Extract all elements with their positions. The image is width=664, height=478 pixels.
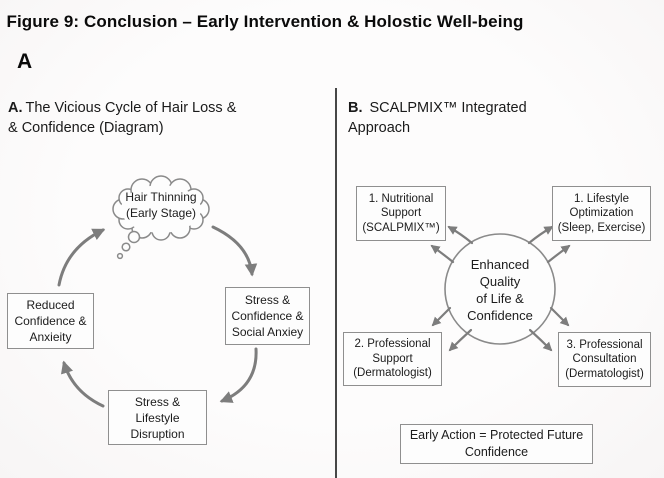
box-line: 2. Professional <box>354 338 431 351</box>
box-line: 1. Lifestyle <box>574 192 629 205</box>
banner-line: Early Action = Protected Future <box>409 428 584 442</box>
box-line: Confidence & <box>14 314 87 328</box>
thought-bubble-trail <box>116 230 141 260</box>
cycle-arrow-cloud-to-right <box>211 225 258 277</box>
panel-divider <box>335 88 337 478</box>
cycle-arrow-left-to-cloud <box>57 228 106 287</box>
panel-letter-a: A <box>17 50 33 73</box>
banner-line: Confidence <box>464 445 529 459</box>
panel-a-heading-line2: & Confidence (Diagram) <box>8 120 164 136</box>
box-line: (Dermatologist) <box>565 367 644 380</box>
box-line: Optimization <box>569 207 634 220</box>
banner-early-action: Early Action = Protected Future Confiden… <box>400 424 593 464</box>
cycle-box-stress-lifestyle-disruption: Stress & Lifestyle Disruption <box>108 390 207 445</box>
box-line: Social Anxiey <box>231 325 304 339</box>
panel-b-heading-line1: SCALPMIX™ Integrated <box>369 100 527 116</box>
cloud-line: Hair Thinning <box>125 190 197 204</box>
box-line: (Sleep, Exercise) <box>557 221 646 234</box>
cycle-arrow-right-to-bottom <box>219 347 258 403</box>
cloud-label-hair-thinning: Hair Thinning (Early Stage) <box>111 189 211 221</box>
box-line: Stress & <box>244 293 291 307</box>
box-line: Consultation <box>572 353 637 366</box>
cycle-box-reduced-confidence-anxiety: Reduced Confidence & Anxieity <box>7 293 94 349</box>
box-line: 1. Nutritional <box>368 192 434 205</box>
circle-line: Confidence <box>467 308 533 323</box>
panel-a-heading-line1: The Vicious Cycle of Hair Loss & <box>25 100 237 116</box>
panel-b-heading-line2: Approach <box>348 120 411 136</box>
approach-box-lifestyle-optimization: 1. Lifestyle Optimization (Sleep, Exerci… <box>552 186 651 241</box>
box-line: Lifestyle <box>135 410 180 425</box>
box-line: 3. Professional <box>566 338 643 351</box>
panel-a-heading-prefix: A. <box>8 100 23 116</box>
circle-line: Quality <box>479 274 521 289</box>
box-line: Disruption <box>130 426 185 441</box>
approach-box-professional-support: 2. Professional Support (Dermatologist) <box>343 332 442 386</box>
radial-arrow-bottom-left-2 <box>448 328 473 352</box>
center-circle-label: Enhanced Quality of Life & Confidence <box>444 256 556 324</box>
approach-box-nutritional-support: 1. Nutritional Support (SCALPMIX™) <box>356 186 446 241</box>
box-line: Support <box>380 207 422 220</box>
box-line: (SCALPMIX™) <box>362 221 440 234</box>
cycle-box-stress-confidence-social-anxiety: Stress & Confidence & Social Anxiey <box>225 287 310 345</box>
radial-arrow-bottom-right-2 <box>528 328 553 352</box>
box-line: Anxieity <box>29 330 72 344</box>
circle-line: of Life & <box>476 291 524 306</box>
box-line: Stress & <box>134 394 181 409</box>
panel-b-heading-prefix: B. <box>348 100 363 116</box>
box-line: (Dermatologist) <box>353 367 432 380</box>
cycle-arrow-bottom-to-left <box>60 360 105 408</box>
box-line: Support <box>372 352 413 365</box>
cloud-line: (Early Stage) <box>125 206 197 220</box>
radial-arrow-top-left-1 <box>447 225 474 245</box>
panel-b-heading: B. SCALPMIX™ Integrated Approach <box>348 98 628 138</box>
figure-title: Figure 9: Conclusion – Early Interventio… <box>6 12 524 31</box>
box-line: Reduced <box>26 298 75 312</box>
circle-line: Enhanced <box>470 257 530 272</box>
box-line: Confidence & <box>231 309 304 323</box>
radial-arrow-top-right-1 <box>527 225 554 245</box>
panel-a-heading: A.The Vicious Cycle of Hair Loss & & Con… <box>8 98 328 138</box>
approach-box-professional-consultation: 3. Professional Consultation (Dermatolog… <box>558 332 651 387</box>
